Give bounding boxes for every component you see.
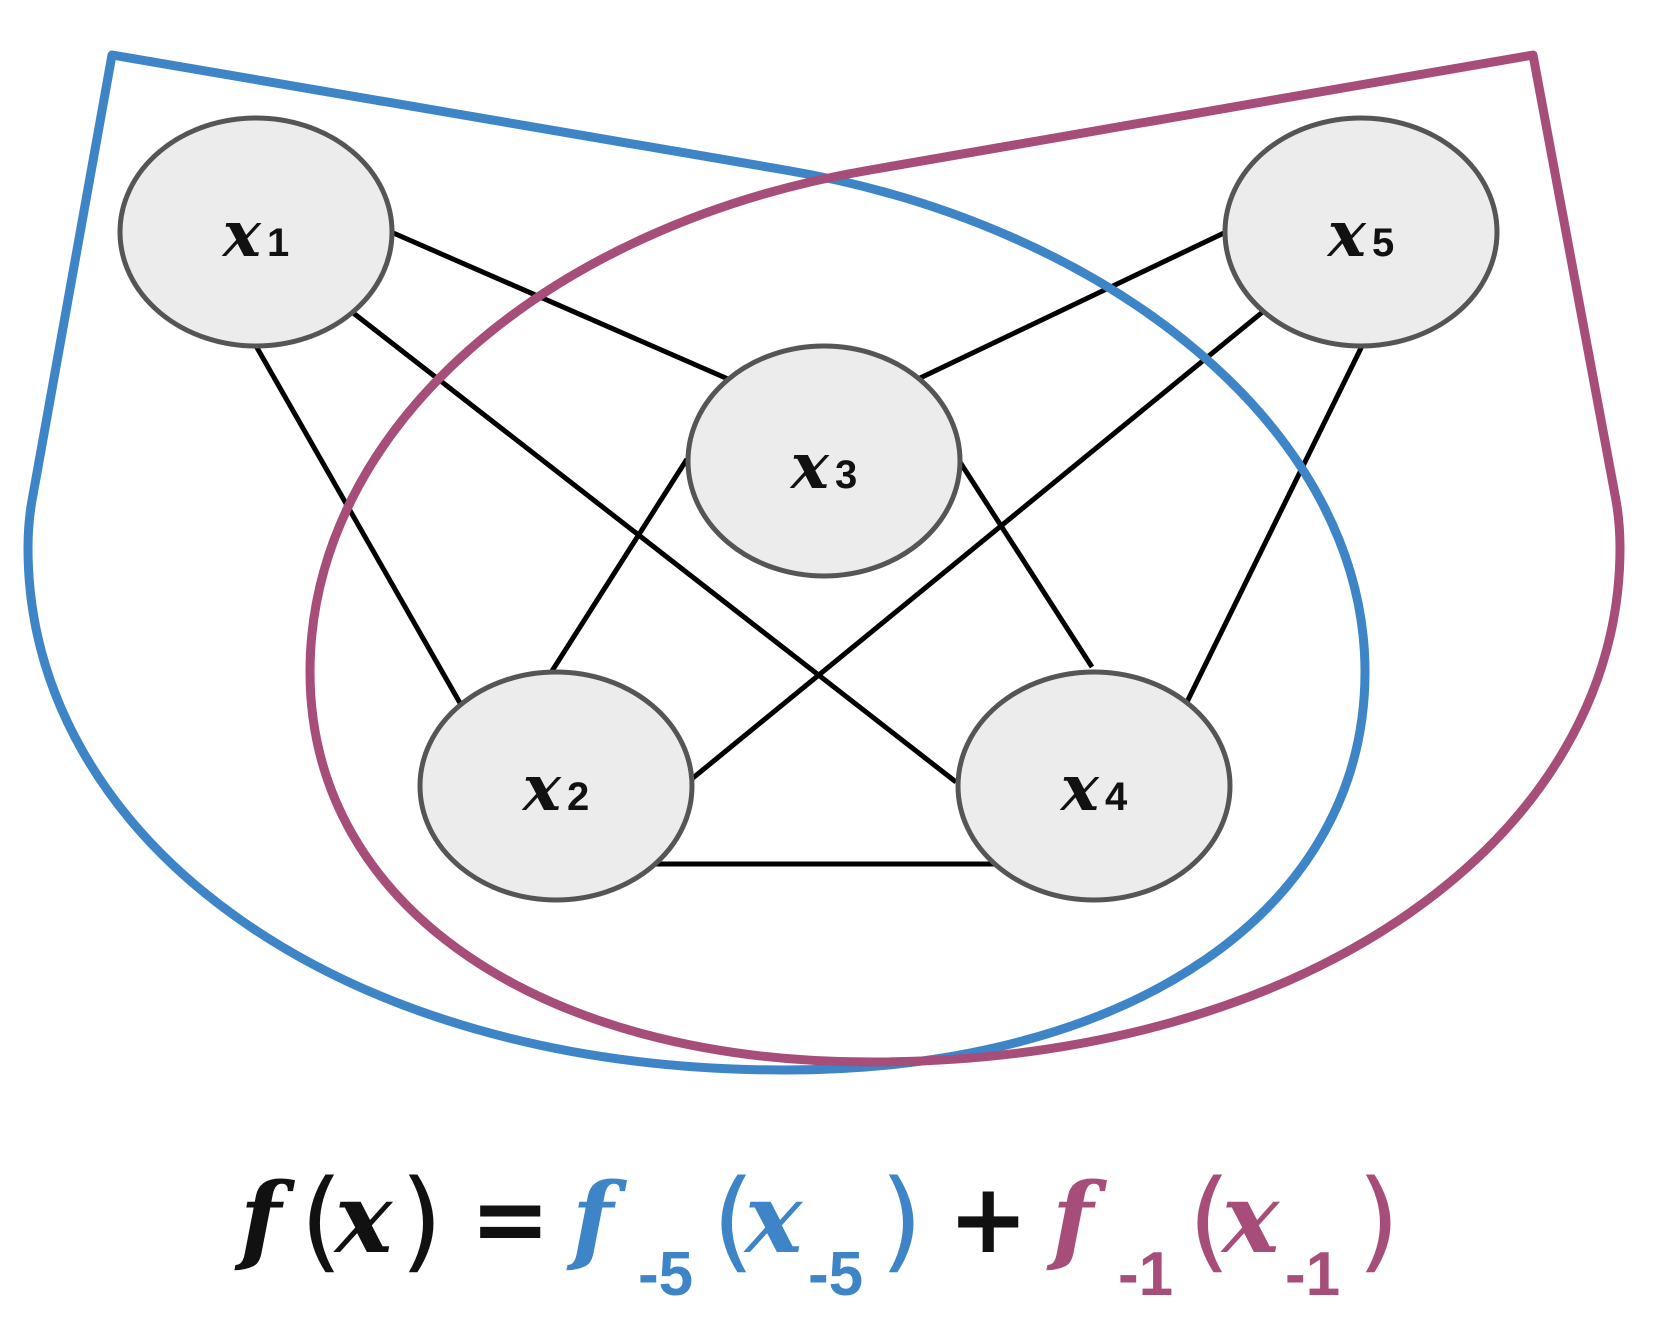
formula-term1-sub: -5 — [638, 1240, 693, 1309]
edge-x5-x3 — [916, 229, 1228, 382]
edge-x5-x4 — [1184, 344, 1365, 704]
formula-term2-arg-sub: -1 — [1285, 1240, 1340, 1309]
formula-plus: + — [948, 1163, 1028, 1275]
edge-x3-x4 — [955, 457, 1095, 669]
edge-x1-x2 — [253, 344, 463, 705]
formula-term1-arg: x — [743, 1162, 804, 1275]
node-x2-ellipse — [417, 669, 695, 903]
formula-equals: = — [470, 1163, 550, 1275]
edge-x1-x3 — [390, 229, 729, 382]
formula-term1-arg-sub: -5 — [808, 1240, 863, 1309]
formula-term1-close-paren: ) — [880, 1156, 923, 1284]
formula: f ( x ) = f -5 ( x -5 ) + f -1 ( x -1 ) — [234, 1156, 1400, 1309]
group-minus5-boundary — [23, 50, 1370, 1075]
formula-term1-open-paren: ( — [712, 1156, 755, 1284]
formula-lhs-arg: x — [333, 1162, 394, 1275]
formula-term2-arg: x — [1220, 1162, 1281, 1275]
edge-x5-x2 — [686, 308, 1267, 784]
formula-term2-func: f — [1046, 1162, 1108, 1275]
node-x5-ellipse — [1222, 115, 1500, 349]
edge-x1-x4 — [350, 310, 958, 784]
node-x1-ellipse — [117, 115, 395, 349]
formula-term2-open-paren: ( — [1188, 1156, 1231, 1284]
formula-term2-close-paren: ) — [1357, 1156, 1400, 1284]
formula-lhs-func: f — [234, 1162, 296, 1275]
formula-lhs-open-paren: ( — [300, 1156, 343, 1284]
node-x4-ellipse — [955, 669, 1233, 903]
group-minus1-boundary — [305, 50, 1625, 1067]
node-x3-ellipse — [685, 343, 963, 579]
formula-lhs-close-paren: ) — [400, 1156, 443, 1284]
formula-term1-func: f — [566, 1162, 628, 1275]
edges — [253, 229, 1365, 867]
formula-term2-sub: -1 — [1118, 1240, 1173, 1309]
edge-x3-x2 — [549, 457, 690, 673]
